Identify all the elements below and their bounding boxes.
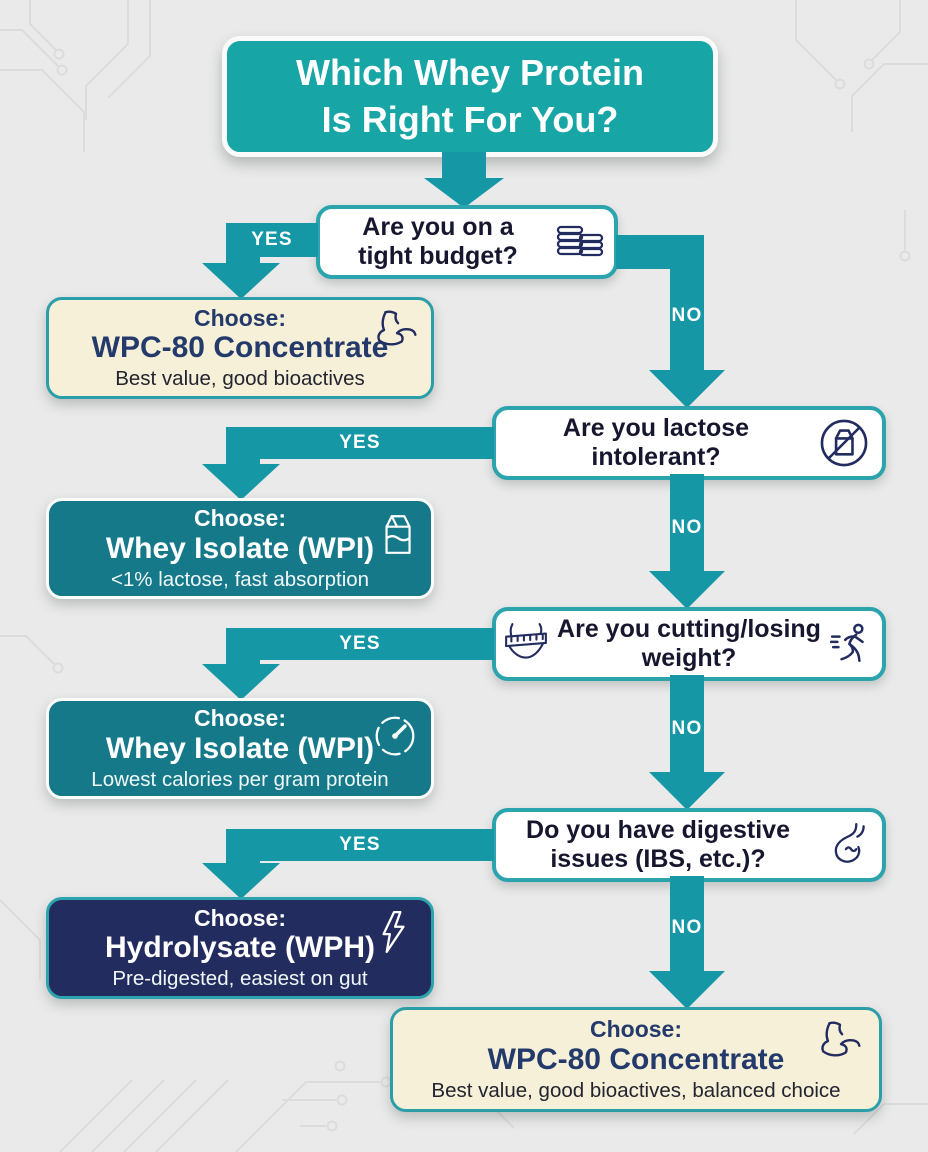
yes-arrow-4-vertical (226, 829, 260, 865)
no-label-1: NO (671, 305, 703, 326)
no-arrow-2-vertical (670, 474, 704, 573)
answer-detail: Lowest calories per gram protein (91, 767, 389, 791)
question-text-cutting: Are you cutting/losing weight? (557, 615, 821, 672)
stomach-icon (827, 821, 871, 869)
gauge-icon (372, 712, 418, 758)
yes-arrow-2-horizontal (226, 427, 494, 459)
no-arrowhead-4 (649, 971, 725, 1009)
question-box-cutting: Are you cutting/losing weight? (492, 607, 886, 681)
answer-label: Choose: (194, 705, 286, 732)
answer-name: Hydrolysate (WPH) (104, 931, 376, 965)
flexed-bicep-icon (817, 1020, 863, 1062)
yes-arrow-4-horizontal (226, 829, 494, 861)
no-label-2: NO (671, 517, 703, 538)
yes-arrowhead-1 (202, 263, 280, 299)
yes-arrow-1-vertical (226, 223, 260, 265)
answer-name: Whey Isolate (WPI) (105, 531, 375, 565)
yes-arrow-2-vertical (226, 427, 260, 466)
yes-arrowhead-4 (202, 863, 280, 899)
answer-detail: Best value, good bioactives, balanced ch… (431, 1078, 841, 1102)
answer-label: Choose: (194, 904, 286, 931)
yes-arrow-3-horizontal (226, 628, 494, 660)
question-text-digestive: Do you have digestive issues (IBS, etc.)… (526, 816, 790, 873)
question-text-lactose: Are you lactose intolerant? (562, 414, 750, 471)
answer-label: Choose: (590, 1016, 682, 1043)
answer-box-wpc80-final: Choose: WPC-80 Concentrate Best value, g… (390, 1007, 882, 1112)
answer-detail: <1% lactose, fast absorption (110, 567, 370, 591)
yes-label-4: YES (339, 834, 381, 855)
yes-arrowhead-3 (202, 664, 280, 700)
question-box-digestive: Do you have digestive issues (IBS, etc.)… (492, 808, 886, 882)
answer-label: Choose: (194, 505, 286, 532)
yes-label-3: YES (339, 633, 381, 654)
coins-icon (555, 221, 605, 263)
flexed-bicep-icon (373, 309, 419, 351)
measuring-tape-icon (503, 622, 549, 666)
yes-arrow-3-vertical (226, 628, 260, 666)
flowchart-title: Which Whey Protein Is Right For You? (222, 36, 718, 157)
title-arrow-stem (442, 152, 486, 180)
yes-label-2: YES (339, 432, 381, 453)
question-box-budget: Are you on a tight budget? (316, 205, 618, 279)
yes-arrowhead-2 (202, 464, 280, 500)
no-arrowhead-1 (649, 370, 725, 408)
question-box-lactose: Are you lactose intolerant? (492, 406, 886, 480)
answer-label: Choose: (194, 304, 286, 331)
answer-box-wpi-lactose: Choose: Whey Isolate (WPI) <1% lactose, … (46, 498, 434, 599)
answer-detail: Pre-digested, easiest on gut (112, 967, 368, 991)
answer-box-wpi-calories: Choose: Whey Isolate (WPI) Lowest calori… (46, 698, 434, 799)
answer-detail: Best value, good bioactives (115, 367, 365, 391)
no-arrow-4-vertical (670, 876, 704, 973)
title-line-2: Is Right For You? (321, 98, 619, 140)
answer-box-wpc80: Choose: WPC-80 Concentrate Best value, g… (46, 297, 434, 399)
yes-label-1: YES (251, 229, 293, 250)
title-line-1: Which Whey Protein (295, 52, 644, 94)
milk-carton-icon (379, 511, 415, 557)
answer-name: WPC-80 Concentrate (91, 331, 389, 365)
no-arrowhead-3 (649, 772, 725, 810)
no-label-4: NO (671, 917, 703, 938)
question-text-budget: Are you on a tight budget? (358, 213, 518, 270)
no-arrowhead-2 (649, 571, 725, 609)
title-arrowhead (424, 178, 504, 208)
answer-name: Whey Isolate (WPI) (105, 731, 375, 765)
no-label-3: NO (671, 718, 703, 739)
runner-icon (830, 622, 872, 666)
answer-name: WPC-80 Concentrate (487, 1042, 785, 1076)
answer-box-hydrolysate: Choose: Hydrolysate (WPH) Pre-digested, … (46, 897, 434, 999)
no-arrow-1-vertical (670, 235, 704, 372)
no-milk-icon (818, 417, 870, 469)
no-arrow-3-vertical (670, 675, 704, 774)
lightning-bolt-icon (377, 910, 409, 954)
